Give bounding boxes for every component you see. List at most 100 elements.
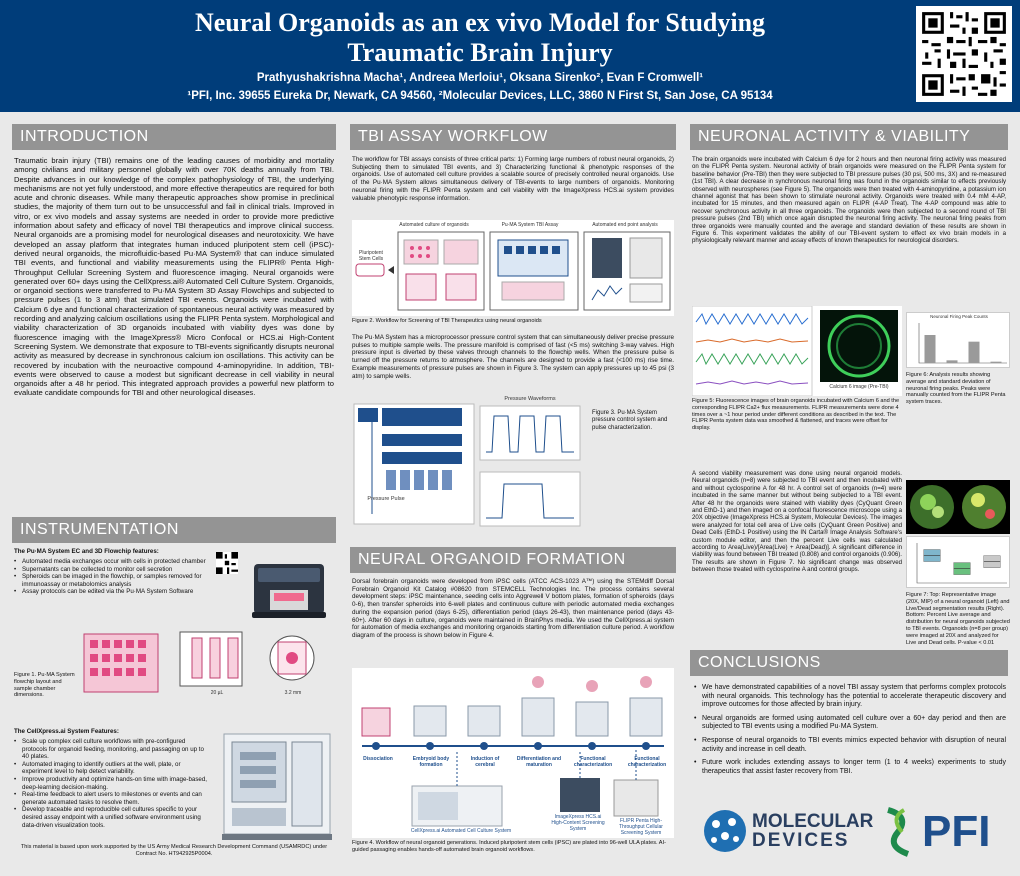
funding-note: This material is based upon work support… [20,844,328,857]
fig1-caption: Figure 1. Pu·MA System flowchip layout a… [14,672,75,699]
authors: Prathyushakrishna Macha¹, Andreea Merloi… [256,72,704,84]
poster-header: Neural Organoids as an ex vivo Model for… [0,0,1020,112]
logo-text-line-2: DEVICES [752,830,850,851]
fig3-label-pulse: Pressure Pulse [367,496,405,502]
fig4-flipr-label: FLIPR Penta High-Throughput Cellular Scr… [619,818,663,836]
dimension-width: 3.2 mm [284,690,302,696]
fig4-organoid-workflow: Dissociation Embryoid body formation Ind… [352,668,674,838]
neuronal-body: The brain organoids were incubated with … [692,156,1006,245]
cx-bullet-list: Scale up complex cell culture workflows … [14,738,212,829]
logo-text-line-1: MOLECULAR [752,811,874,832]
molecular-devices-wordmark: MOLECULAR DEVICES [752,812,873,850]
fig4-step-3: Induction of cerebral [470,756,500,768]
fig7-organoid-images [906,480,1010,534]
molecular-devices-logo-icon [702,808,748,854]
list-item: Scale up complex cell culture workflows … [14,738,212,761]
fig2-label-puma: Pu·MA System TBI Assay [501,222,559,228]
workflow-heading: TBI ASSAY WORKFLOW [350,124,676,150]
organoid-body: Dorsal forebrain organoids were develope… [352,578,674,639]
pfi-logo-icon [880,806,920,858]
list-item: Assay protocols can be edited via the Pu… [14,588,210,596]
conclusions-heading: CONCLUSIONS [690,650,1008,676]
fig2-label-culture: Automated culture of organoids [399,222,469,228]
conclusions-list: We have demonstrated capabilities of a n… [694,684,1006,776]
title-line-1: Neural Organoids as an ex vivo Model for… [194,8,766,37]
dimension-volume: 20 µL [210,690,224,696]
list-item: Neural organoids are formed using automa… [694,715,1006,732]
qr-code-small-icon[interactable] [216,552,238,574]
fig4-step-5: Functional characterization [573,756,613,768]
fig6-bar-chart: Neuronal Firing Peak Counts [906,312,1010,368]
fig5-inset-label: Calcium 6 image (Pre-TBI) [829,384,889,390]
flowchip-graphic [83,631,315,693]
organoid-heading: NEURAL ORGANOID FORMATION [350,547,676,573]
intro-body: Traumatic brain injury (TBI) remains one… [14,156,334,398]
chart-bar [990,361,1002,363]
affiliations: ¹PFI, Inc. 39655 Eureka Dr, Newark, CA 9… [187,90,773,102]
puma-instrument-graphic [252,564,326,618]
list-item: Supernatants can be collected to monitor… [14,566,210,574]
list-item: Future work includes extending assays to… [694,759,1006,776]
cx-intro: The CellXpress.ai System Features: [14,728,119,735]
fig3-label-waveforms: Pressure Waveforms [504,396,556,402]
fig5-flipr-traces: Calcium 6 image (Pre-TBI) [691,305,902,397]
poster-title: Neural Organoids as an ex vivo Model for… [40,8,920,68]
intro-heading: INTRODUCTION [12,124,336,150]
qr-code-icon[interactable] [916,6,1012,102]
fig4-ix-label: ImageXpress HCS.ai High-Content Screenin… [551,814,605,832]
chart-bar [968,341,980,363]
list-item: Automated media exchanges occur with cel… [14,558,210,566]
molecular-devices-logo-graphic [704,810,746,852]
list-item: Spheroids can be imaged in the flowchip,… [14,573,210,588]
cellxpress-graphic [222,733,332,840]
fig4-step-6: Functional characterization [627,756,667,768]
pfi-logo-graphic [887,807,910,857]
cellxpress-instrument-image [218,724,336,846]
list-item: Response of neural organoids to TBI even… [694,737,1006,754]
fig3-caption: Figure 3. Pu·MA System pressure control … [592,410,668,431]
fig7-images-graphic [910,485,1006,529]
pfi-wordmark: PFI [922,807,991,856]
fig4-caption: Figure 4. Workflow of neural organoid ge… [352,840,666,853]
list-item: Automated imaging to identify outliers a… [14,761,212,776]
fig6-bar-chart-svg [918,323,1007,364]
chart-axis [916,543,1007,584]
neuronal-heading: NEURONAL ACTIVITY & VIABILITY [690,124,1008,150]
neuronal-body-2: A second viability measurement was done … [692,470,902,574]
fig2-graphic [355,231,671,311]
fig5-caption: Figure 5: Fluorescence images of brain o… [692,398,900,432]
fig7-caption: Figure 7: Top: Representative image (20X… [906,592,1010,646]
fig3-pressure-diagram: Pressure Waveforms Pressure Pulse [352,394,584,532]
list-item: Develop traceable and reproducible cell … [14,806,212,829]
fig7-box-plot-svg [916,543,1007,584]
workflow-body: The workflow for TBI assays consists of … [352,156,674,202]
fig4-step-4: Differentiation and maturation [516,756,562,768]
fig3-graphic [353,403,581,527]
qr-code-small-graphic [216,552,238,574]
workflow-body-2: The Pu·MA System has a microprocessor pr… [352,334,674,380]
fig2-stem-cells: Pluripotent Stem Cells [358,250,384,262]
qr-code-graphic [919,9,1009,99]
fig4-step-2: Embryoid body formation [412,756,450,768]
list-item: We have demonstrated capabilities of a n… [694,684,1006,710]
fig2-workflow-diagram: Automated culture of organoids Pu·MA Sys… [352,220,674,316]
fig4-step-1: Dissociation [363,756,393,762]
fig4-cx-label: CellXpress.ai Automated Cell Culture Sys… [410,828,512,834]
fig4-graphic [361,676,664,827]
chart-title: Neuronal Firing Peak Counts [930,314,988,319]
list-item: Real-time feedback to alert users to mil… [14,791,212,806]
puma-bullet-list: Automated media exchanges occur with cel… [14,558,210,596]
fig2-label-analysis: Automated end point analysis [592,222,658,228]
instrumentation-heading: INSTRUMENTATION [12,517,336,543]
fig6-caption: Figure 6: Analysis results showing avera… [906,372,1006,406]
fig2-caption: Figure 2. Workflow for Screening of TBI … [352,318,542,324]
fig7-box-plot [906,536,1010,588]
fig5-graphic [691,305,898,397]
flowchip-diagram: 20 µL 3.2 mm [82,628,338,706]
puma-intro: The Pu·MA System EC and 3D Flowchip feat… [14,548,159,555]
list-item: Improve productivity and optimize hands-… [14,776,212,791]
puma-instrument-image [244,550,334,630]
chart-bar [924,335,936,363]
title-line-2: Traumatic Brain Injury [347,38,613,67]
chart-bar [946,360,958,363]
